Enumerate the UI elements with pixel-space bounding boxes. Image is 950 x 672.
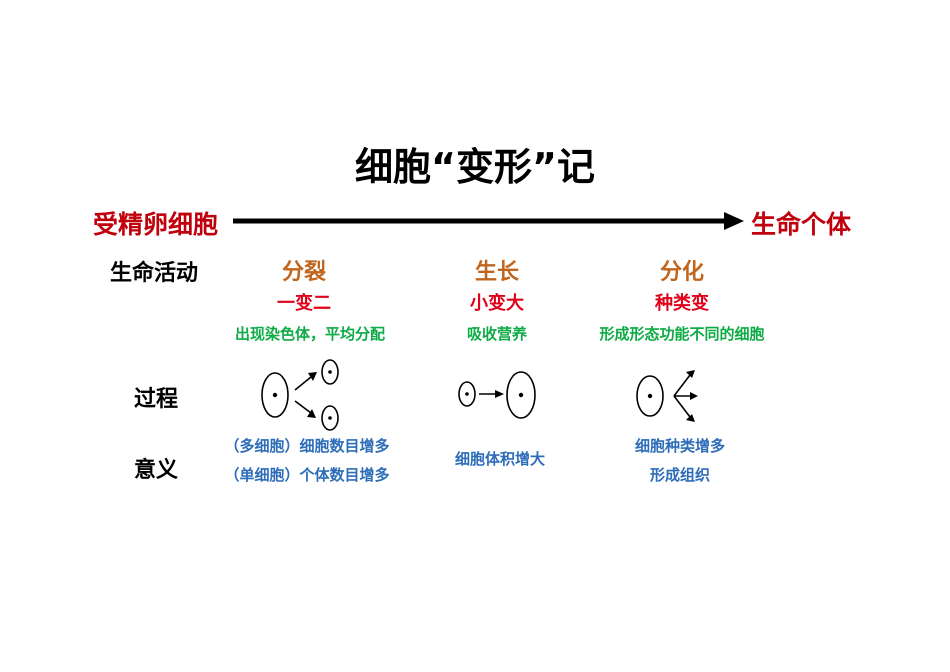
timeline-end-label: 生命个体	[751, 210, 852, 239]
page-title: 细胞“变形”记	[355, 145, 595, 189]
division-process-diagram	[261, 359, 339, 431]
stage-growth-feature: 小变大	[470, 293, 524, 314]
stage-differentiation-meaning-line-1: 细胞种类增多	[634, 437, 726, 455]
stage-growth-activity: 生长	[474, 260, 520, 285]
stage-division-meaning-line-1: （多细胞）细胞数目增多	[224, 437, 390, 455]
stage-differentiation-feature: 种类变	[655, 293, 709, 314]
stage-division-meaning: （多细胞）细胞数目增多 （单细胞）个体数目增多	[224, 432, 389, 490]
stage-division-meaning-line-2: （单细胞）个体数目增多	[224, 466, 390, 484]
stage-division-activity: 分裂	[281, 260, 327, 285]
stage-differentiation-activity: 分化	[659, 260, 705, 285]
stage-differentiation-meaning-line-2: 形成组织	[649, 466, 711, 484]
stage-growth-meaning: 细胞体积增大	[455, 445, 545, 474]
row-label-meaning: 意义	[134, 458, 179, 483]
differentiation-process-diagram	[636, 370, 698, 422]
stage-growth-description: 吸收营养	[466, 325, 528, 343]
stage-growth-meaning-line-1: 细胞体积增大	[454, 450, 546, 468]
growth-process-diagram	[458, 371, 536, 419]
stage-division-description: 出现染色体，平均分配	[234, 325, 386, 343]
row-label-activity: 生命活动	[110, 261, 199, 286]
row-label-process: 过程	[134, 387, 179, 412]
timeline-start-label: 受精卵细胞	[93, 210, 219, 239]
stage-differentiation-meaning: 细胞种类增多 形成组织	[635, 432, 725, 490]
stage-division-feature: 一变二	[277, 293, 331, 314]
stage-differentiation-description: 形成形态功能不同的细胞	[599, 325, 765, 343]
